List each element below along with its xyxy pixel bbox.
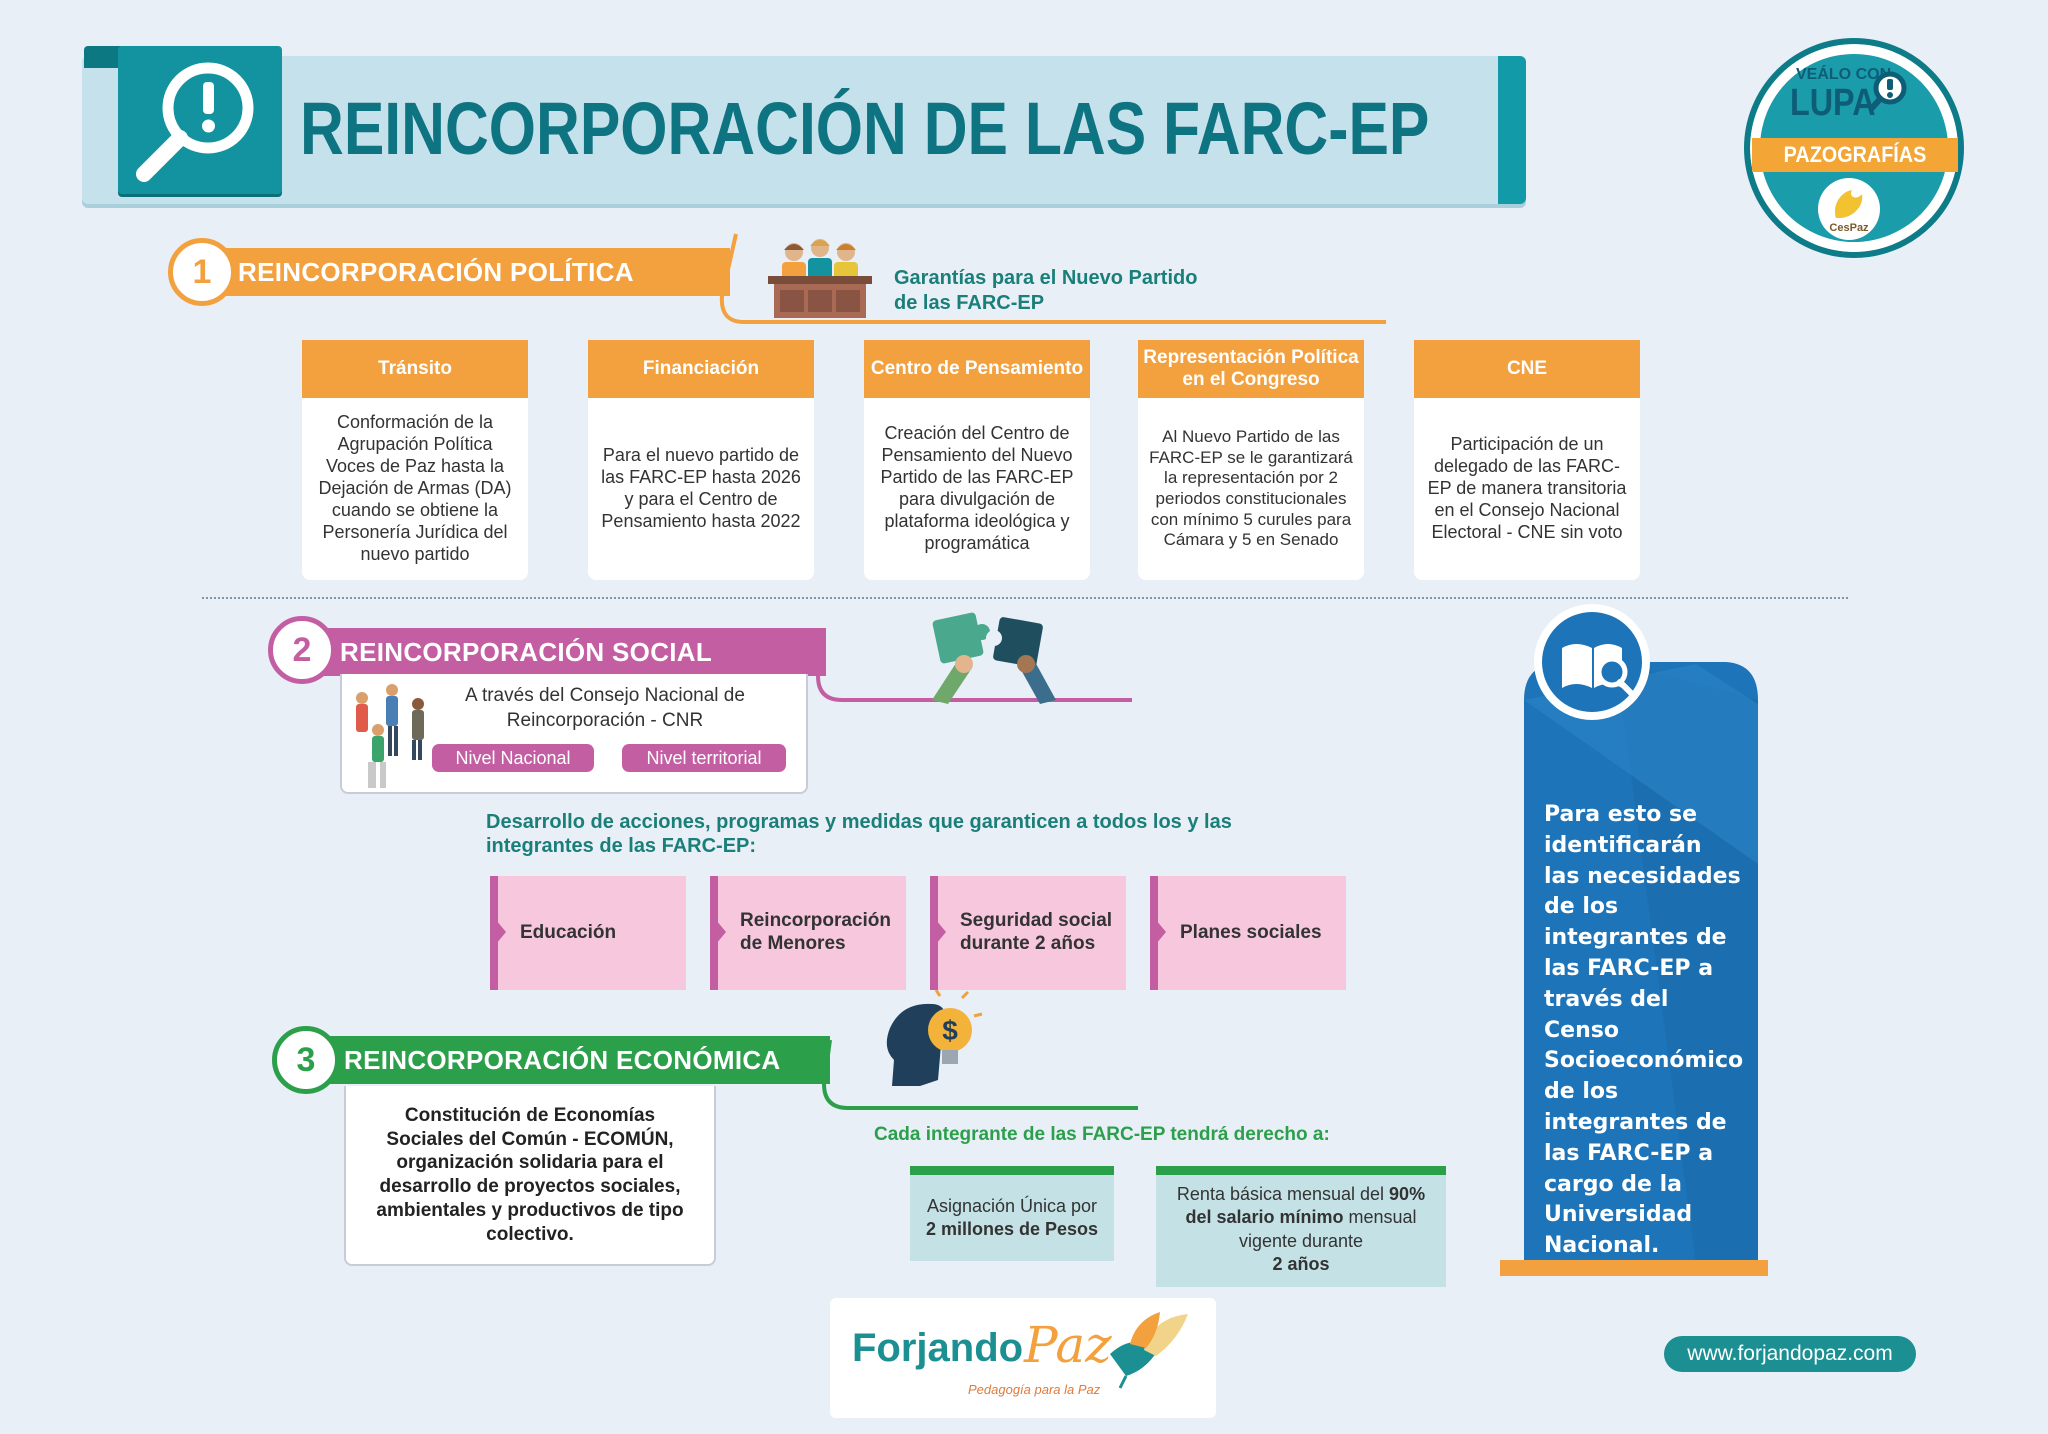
section-political-connector — [719, 233, 1386, 324]
title-banner — [82, 56, 1526, 204]
pill-territorial: Nivel territorial — [622, 744, 786, 772]
column-head: Tránsito — [302, 340, 528, 398]
card-renta-body: Renta básica mensual del 90% del salario… — [1156, 1175, 1446, 1287]
ecomun-box: Constitución de Economías Sociales del C… — [344, 1086, 716, 1266]
bird-icon — [1110, 1312, 1188, 1389]
people-group-icon — [356, 684, 424, 788]
badge-magnifier-icon — [1869, 71, 1907, 111]
card-seguridad-social: Seguridad social durante 2 años — [930, 876, 1126, 990]
card-renta: Renta básica mensual del 90% del salario… — [1156, 1166, 1446, 1287]
logo-forjando: Forjando — [852, 1326, 1024, 1370]
congress-people-icon — [768, 239, 872, 318]
section-social-bar: REINCORPORACIÓN SOCIAL — [322, 628, 826, 676]
section-social-connector — [815, 631, 1132, 702]
svg-text:$: $ — [942, 1015, 958, 1046]
column-head: Centro de Pensamiento — [864, 340, 1090, 398]
pill-national: Nivel Nacional — [432, 744, 594, 772]
renta-percent: 90% — [1389, 1184, 1426, 1204]
puzzle-hands-icon — [932, 612, 1056, 704]
development-heading: Desarrollo de acciones, programas y medi… — [486, 811, 1232, 857]
column-body: Conformación de la Agrupación Política V… — [302, 398, 528, 580]
card-asignacion-body: Asignación Única por 2 millones de Pesos — [910, 1175, 1114, 1261]
badge-text-large: LUPA — [1790, 82, 1876, 124]
economic-right-heading: Cada integrante de las FARC-EP tendrá de… — [874, 1124, 1330, 1145]
political-subtitle-line1: Garantías para el Nuevo Partido — [894, 267, 1198, 289]
section-economic-number: 3 — [272, 1026, 340, 1094]
dove-icon — [1834, 190, 1863, 218]
cespaz-label: CesPaz — [1829, 222, 1869, 234]
column-centro-pensamiento: Centro de Pensamiento Creación del Centr… — [864, 340, 1090, 580]
section-economic-connector — [821, 1039, 1138, 1110]
website-link[interactable]: www.forjandopaz.com — [1664, 1336, 1916, 1372]
card-asignacion: Asignación Única por 2 millones de Pesos — [910, 1166, 1114, 1261]
column-head: CNE — [1414, 340, 1640, 398]
card-asignacion-amount: 2 millones de Pesos — [925, 1219, 1099, 1239]
card-reincorporacion-menores: Reincorporación de Menores — [710, 876, 906, 990]
renta-text-2: mensual vigente durante — [1238, 1207, 1417, 1251]
column-body: Participación de un delegado de las FARC… — [1414, 398, 1640, 580]
political-subtitle-line2: de las FARC-EP — [894, 292, 1045, 314]
card-planes-sociales: Planes sociales — [1150, 876, 1346, 990]
section-political-number: 1 — [168, 238, 236, 306]
census-banner-shape — [1500, 604, 1768, 1276]
column-body: Al Nuevo Partido de las FARC-EP se le ga… — [1138, 398, 1364, 580]
renta-text-1: Renta básica mensual del — [1176, 1184, 1390, 1204]
column-cne: CNE Participación de un delegado de las … — [1414, 340, 1640, 580]
page-title: REINCORPORACIÓN DE LAS FARC-EP — [300, 87, 1430, 170]
column-head: Financiación — [588, 340, 814, 398]
column-transito: Tránsito Conformación de la Agrupación P… — [302, 340, 528, 580]
card-educacion: Educación — [490, 876, 686, 990]
census-text: Para esto se identificarán las necesidad… — [1544, 802, 1744, 1259]
magnifier-box — [118, 46, 282, 194]
card-accent — [1156, 1166, 1446, 1175]
logo-paz: Paz — [1024, 1316, 1112, 1374]
badge-ribbon — [1752, 138, 1958, 172]
idea-head-money-icon: $ — [886, 990, 983, 1086]
column-body: Creación del Centro de Pensamiento del N… — [864, 398, 1090, 580]
title-banner-edge — [1498, 56, 1526, 204]
renta-duration: 2 años — [1272, 1254, 1330, 1275]
column-representacion: Representación Política en el Congreso A… — [1138, 340, 1364, 580]
badge-ribbon-text: PAZOGRAFÍAS — [1783, 142, 1927, 167]
renta-salario: del salario mínimo — [1185, 1207, 1344, 1228]
magnifier-alert-icon — [136, 62, 254, 182]
column-head: Representación Política en el Congreso — [1138, 340, 1364, 398]
cnr-text: A través del Consejo Nacional de Reincor… — [465, 685, 745, 731]
section-economic-bar: REINCORPORACIÓN ECONÓMICA — [326, 1036, 830, 1084]
card-asignacion-text: Asignación Única por — [926, 1195, 1098, 1216]
card-accent — [910, 1166, 1114, 1175]
political-subtitle: Garantías para el Nuevo Partido de las F… — [894, 266, 1197, 316]
column-financiacion: Financiación Para el nuevo partido de la… — [588, 340, 814, 580]
badge-text-small: VEÁLO CON — [1796, 66, 1892, 83]
section-divider — [202, 597, 1848, 599]
section-social-number: 2 — [268, 616, 336, 684]
cespaz-logo — [1818, 178, 1880, 240]
column-body: Para el nuevo partido de las FARC-EP has… — [588, 398, 814, 580]
section-political-bar: REINCORPORACIÓN POLÍTICA — [220, 248, 730, 296]
logo-tagline: Pedagogía para la Paz — [968, 1382, 1101, 1397]
